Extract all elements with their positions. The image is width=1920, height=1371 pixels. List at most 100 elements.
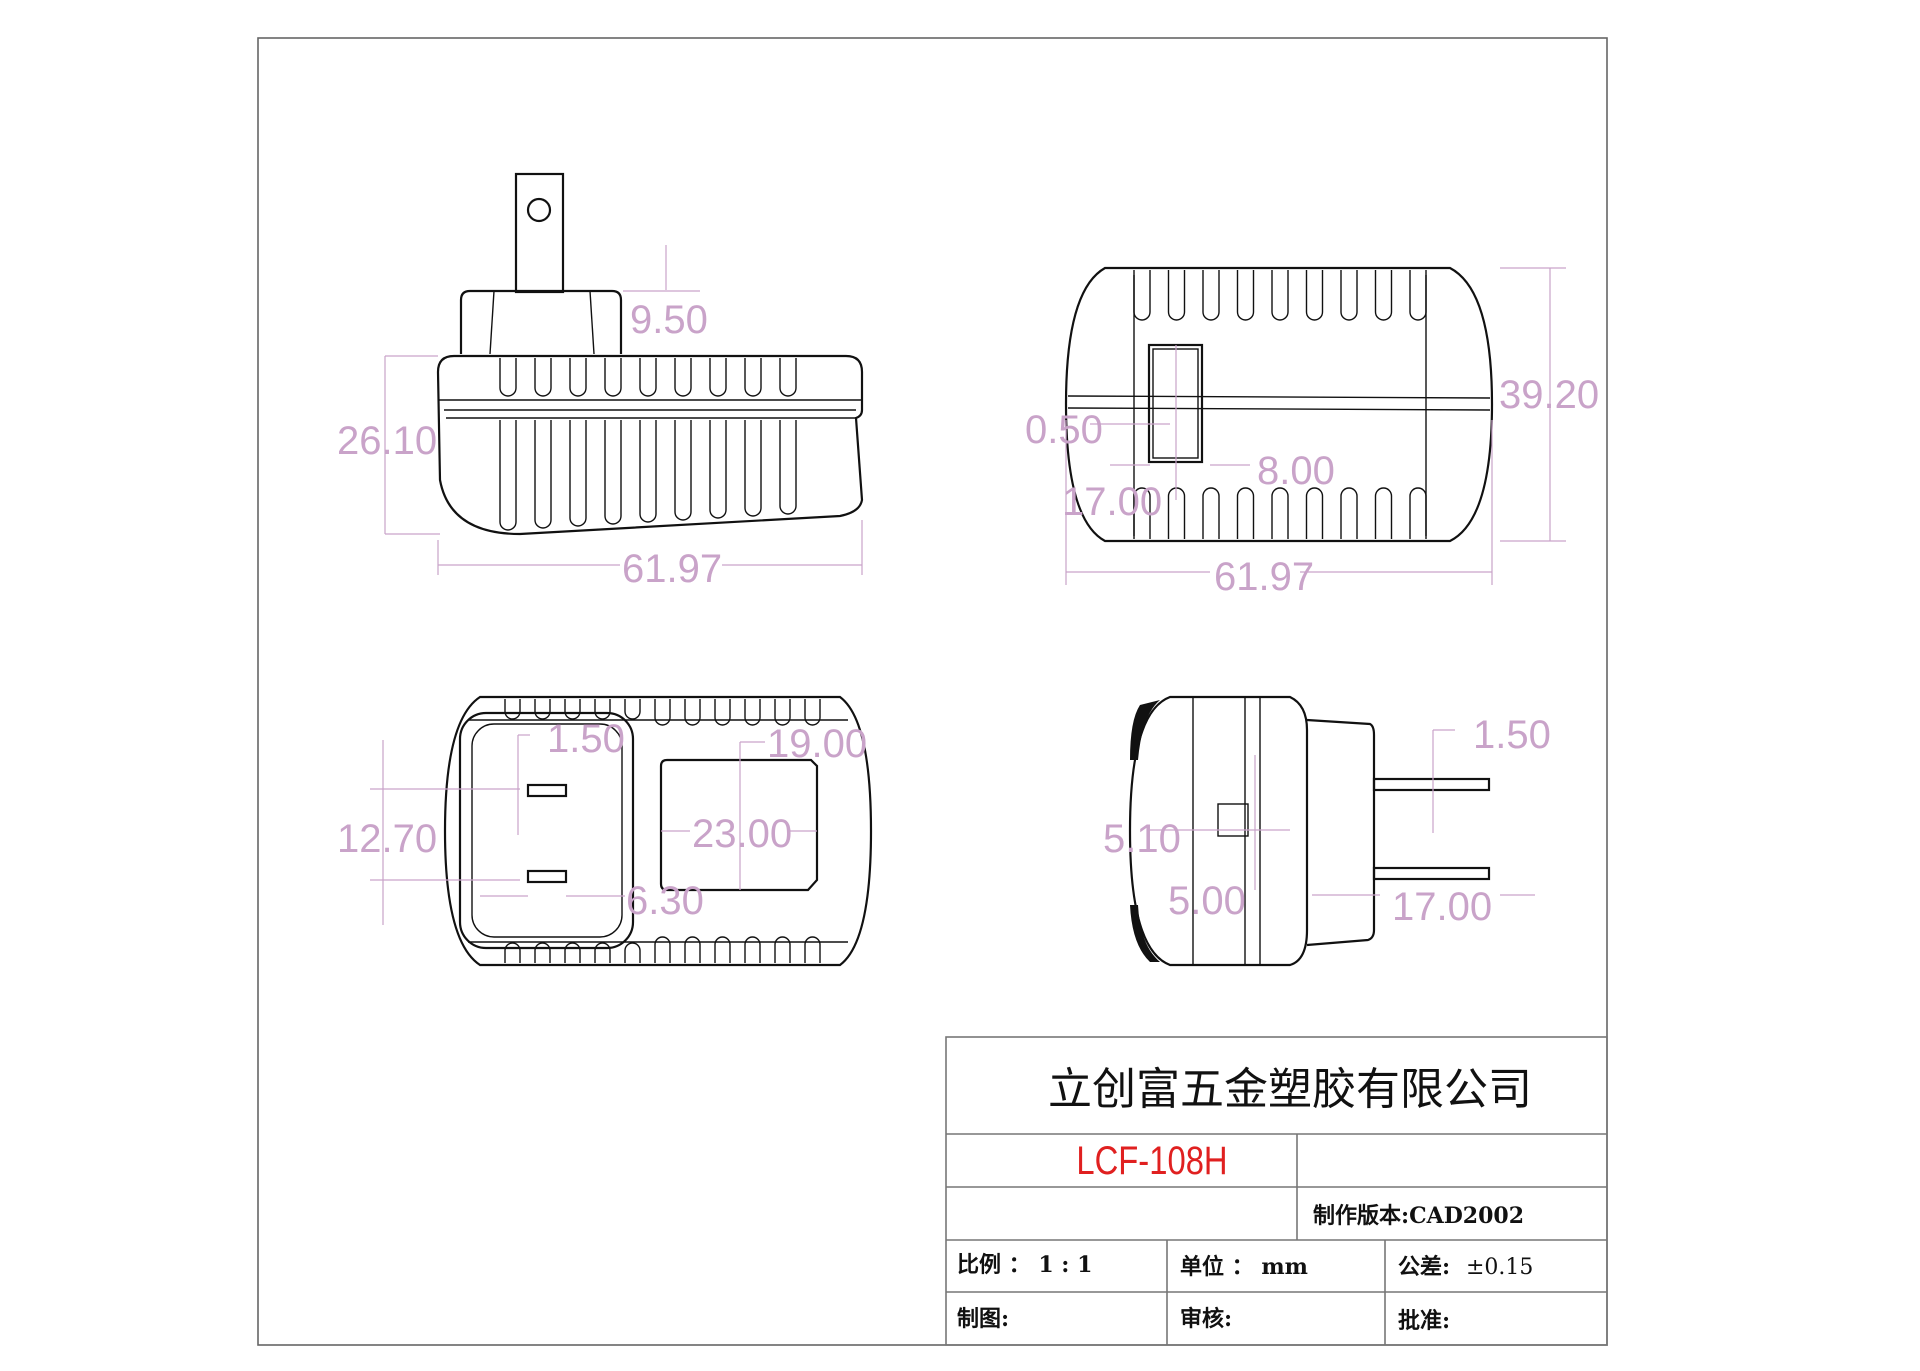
dim-top-length: 61.97 xyxy=(1214,555,1314,599)
body-outline xyxy=(436,354,864,536)
vent-slot xyxy=(744,358,762,397)
label-area xyxy=(659,758,819,892)
vent-slot xyxy=(654,699,671,726)
vent-slot xyxy=(1202,487,1220,539)
tolerance-label: 公差: xyxy=(1398,1254,1450,1280)
dim-front-blade-width: 1.50 xyxy=(547,717,625,761)
vent-slot xyxy=(744,699,761,726)
reviewed-by-label: 审核: xyxy=(1180,1306,1232,1332)
vent-slot xyxy=(624,699,641,720)
vent-slot xyxy=(1409,270,1427,321)
vent-slot xyxy=(774,699,791,726)
vent-slot xyxy=(1340,487,1358,539)
pin-slot-bottom xyxy=(526,869,568,884)
dim-end-center-offset: 5.10 xyxy=(1103,817,1181,861)
dim-front-label-height: 19.00 xyxy=(767,722,867,766)
approved-by-label: 批准: xyxy=(1398,1308,1450,1334)
vent-slot xyxy=(709,420,727,519)
dim-side-height-top: 9.50 xyxy=(630,298,708,342)
vent-slot xyxy=(1202,270,1220,321)
vent-slot xyxy=(779,420,797,515)
dim-end-tab-height: 5.00 xyxy=(1168,879,1246,923)
vent-slot xyxy=(569,420,587,527)
top-view: 0.50 8.00 17.00 39.20 61.97 xyxy=(1025,266,1599,599)
vent-slot xyxy=(1133,487,1151,539)
scale-label: 比例 ： 1 : 1 xyxy=(957,1252,1092,1278)
vent-slot xyxy=(709,358,727,397)
pin-slot-top xyxy=(526,783,568,798)
version-label: 制作版本:CAD2002 xyxy=(1313,1203,1524,1229)
vent-slot xyxy=(569,358,587,397)
vent-slot xyxy=(504,699,521,720)
vent-slot xyxy=(624,942,641,963)
vent-slot xyxy=(604,420,622,525)
dim-side-height: 26.10 xyxy=(337,419,437,463)
vent-slot xyxy=(674,358,692,397)
top-body-outline xyxy=(1064,266,1494,543)
vent-slot xyxy=(1271,270,1289,321)
vent-slot xyxy=(564,942,581,963)
vent-slot xyxy=(594,942,611,963)
vent-slot xyxy=(604,358,622,397)
dim-side-length: 61.97 xyxy=(622,547,722,591)
vent-slot xyxy=(564,699,581,720)
sheet-border xyxy=(257,37,1608,1346)
dim-front-blade-length: 6.30 xyxy=(626,879,704,923)
dim-top-window-width: 8.00 xyxy=(1257,449,1335,493)
vent-slot xyxy=(674,420,692,521)
unit-label: 单位 ： mm xyxy=(1180,1254,1308,1280)
vent-slot xyxy=(534,358,552,397)
vent-slot xyxy=(774,936,791,963)
plug-blade xyxy=(514,172,565,294)
vent-slot xyxy=(639,420,657,523)
vent-slot xyxy=(1374,270,1393,321)
side-view: 9.50 26.10 61.97 xyxy=(337,172,864,591)
company-name: 立创富五金塑胶有限公司 xyxy=(1048,1064,1532,1115)
vent-slot xyxy=(804,699,821,726)
vent-slot xyxy=(639,358,657,397)
dim-end-blade-thickness: 1.50 xyxy=(1473,713,1551,757)
vent-slot xyxy=(1374,487,1393,539)
vent-slot xyxy=(1305,270,1324,321)
vent-slot xyxy=(714,699,731,726)
vent-slot xyxy=(504,942,521,963)
drawn-by-label: 制图: xyxy=(957,1306,1009,1332)
blade-hole xyxy=(526,197,552,223)
plug-base xyxy=(459,289,623,354)
end-blade-bottom xyxy=(1372,866,1491,881)
vent-slot xyxy=(1305,487,1324,539)
socket-recess xyxy=(458,711,635,950)
vent-slot xyxy=(499,420,517,531)
title-block: 立创富五金塑胶有限公司 LCF-108H 制作版本:CAD2002 比例 ： 1… xyxy=(945,1036,1608,1346)
dim-end-blade-protrusion: 17.00 xyxy=(1392,885,1492,929)
tolerance-value: ±0.15 xyxy=(1466,1255,1533,1280)
vent-slot xyxy=(1236,270,1255,321)
vent-slot xyxy=(1133,270,1151,321)
vent-slot xyxy=(714,936,731,963)
dim-top-offset: 17.00 xyxy=(1062,480,1162,524)
dim-front-label-width: 23.00 xyxy=(692,812,792,856)
dim-top-gap: 0.50 xyxy=(1025,408,1103,452)
end-blade-top xyxy=(1372,777,1491,792)
vent-slot xyxy=(744,936,761,963)
vent-slot xyxy=(594,699,611,720)
vent-slot xyxy=(1271,487,1289,539)
vent-slot xyxy=(744,420,762,517)
vent-slot xyxy=(1409,487,1427,539)
front-view: 1.50 19.00 12.70 23.00 6.30 xyxy=(337,695,873,967)
vent-slot xyxy=(1236,487,1255,539)
vent-slot xyxy=(654,936,671,963)
vent-slot xyxy=(684,699,701,726)
vent-slot xyxy=(499,358,517,397)
end-view: 1.50 5.10 5.00 17.00 xyxy=(1103,695,1551,967)
vent-slot xyxy=(684,936,701,963)
dim-top-width: 39.20 xyxy=(1499,373,1599,417)
vent-slot xyxy=(534,942,551,963)
vent-slot xyxy=(534,699,551,720)
vent-slot xyxy=(534,420,552,529)
front-body-outline xyxy=(443,695,873,967)
dim-front-pin-spacing: 12.70 xyxy=(337,817,437,861)
vent-slot xyxy=(1340,270,1358,321)
plug-housing xyxy=(1306,718,1376,947)
